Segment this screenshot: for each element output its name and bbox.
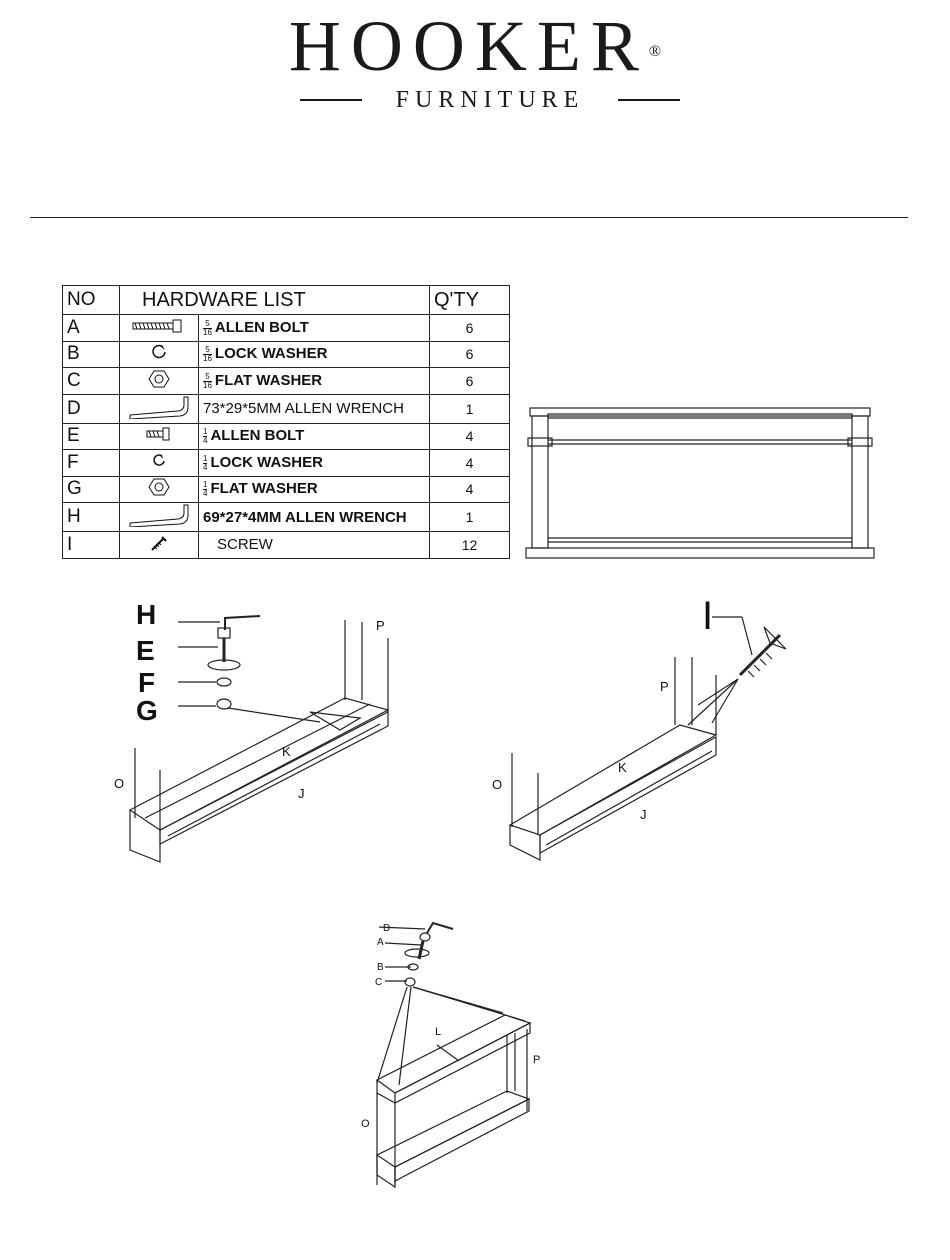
label-h: H — [136, 600, 156, 630]
table-header-row: NO HARDWARE LIST Q'TY — [63, 286, 510, 315]
brand-subtitle-text: FURNITURE — [372, 86, 608, 114]
assembly-step-2-diagram: I P K O J — [480, 595, 810, 870]
table-row: H 69*27*4MM ALLEN WRENCH 1 — [63, 503, 510, 532]
label-j: J — [640, 807, 647, 822]
row-no: F — [63, 450, 120, 477]
row-qty: 6 — [430, 368, 510, 395]
lock-washer-icon — [120, 341, 199, 368]
label-g: G — [136, 695, 158, 726]
subtitle-rule-right — [618, 99, 680, 101]
registered-mark: ® — [649, 43, 661, 60]
brand-logo: HOOKER® — [0, 6, 950, 86]
row-qty: 12 — [430, 532, 510, 559]
row-desc: SCREW — [199, 532, 430, 559]
lock-washer-icon — [120, 450, 199, 477]
console-table-front-view — [520, 400, 880, 570]
table-row: I SCREW 12 — [63, 532, 510, 559]
flat-washer-icon — [120, 476, 199, 503]
label-k: K — [618, 760, 627, 775]
header-qty: Q'TY — [430, 286, 510, 315]
allen-bolt-icon — [120, 423, 199, 450]
header-divider — [30, 217, 908, 218]
row-desc: 73*29*5MM ALLEN WRENCH — [199, 394, 430, 423]
allen-bolt-icon — [120, 315, 199, 342]
label-b: B — [377, 962, 384, 973]
row-no: D — [63, 394, 120, 423]
row-qty: 1 — [430, 503, 510, 532]
label-d: D — [383, 923, 390, 934]
assembly-step-3-diagram: D A B C L P O — [355, 915, 545, 1200]
row-no: B — [63, 341, 120, 368]
brand-name: HOOKER — [289, 6, 649, 86]
screw-icon — [120, 532, 199, 559]
label-c: C — [375, 977, 382, 988]
row-qty: 4 — [430, 450, 510, 477]
row-qty: 4 — [430, 476, 510, 503]
label-p: P — [660, 679, 669, 694]
row-qty: 6 — [430, 315, 510, 342]
label-o: O — [492, 777, 502, 792]
subtitle-rule-left — [300, 99, 362, 101]
row-no: G — [63, 476, 120, 503]
row-desc: 69*27*4MM ALLEN WRENCH — [199, 503, 430, 532]
label-j: J — [298, 786, 305, 801]
allen-wrench-icon — [120, 503, 199, 532]
label-k: K — [282, 744, 291, 759]
brand-subtitle: FURNITURE — [300, 86, 680, 114]
label-a: A — [377, 937, 384, 948]
header-no: NO — [63, 286, 120, 315]
row-qty: 4 — [430, 423, 510, 450]
label-e: E — [136, 635, 155, 666]
row-no: A — [63, 315, 120, 342]
row-no: H — [63, 503, 120, 532]
table-row: D 73*29*5MM ALLEN WRENCH 1 — [63, 394, 510, 423]
row-no: I — [63, 532, 120, 559]
flat-washer-icon — [120, 368, 199, 395]
row-no: E — [63, 423, 120, 450]
label-p: P — [533, 1054, 540, 1066]
label-i: I — [702, 595, 713, 638]
label-p: P — [376, 618, 385, 633]
allen-wrench-icon — [120, 394, 199, 423]
header-hardware-list: HARDWARE LIST — [120, 286, 430, 315]
label-o: O — [361, 1118, 370, 1130]
label-l: L — [435, 1026, 441, 1038]
row-qty: 1 — [430, 394, 510, 423]
row-qty: 6 — [430, 341, 510, 368]
label-f: F — [138, 667, 155, 698]
assembly-step-1-diagram: H E F G P K O J — [100, 600, 420, 870]
label-o: O — [114, 776, 124, 791]
row-no: C — [63, 368, 120, 395]
